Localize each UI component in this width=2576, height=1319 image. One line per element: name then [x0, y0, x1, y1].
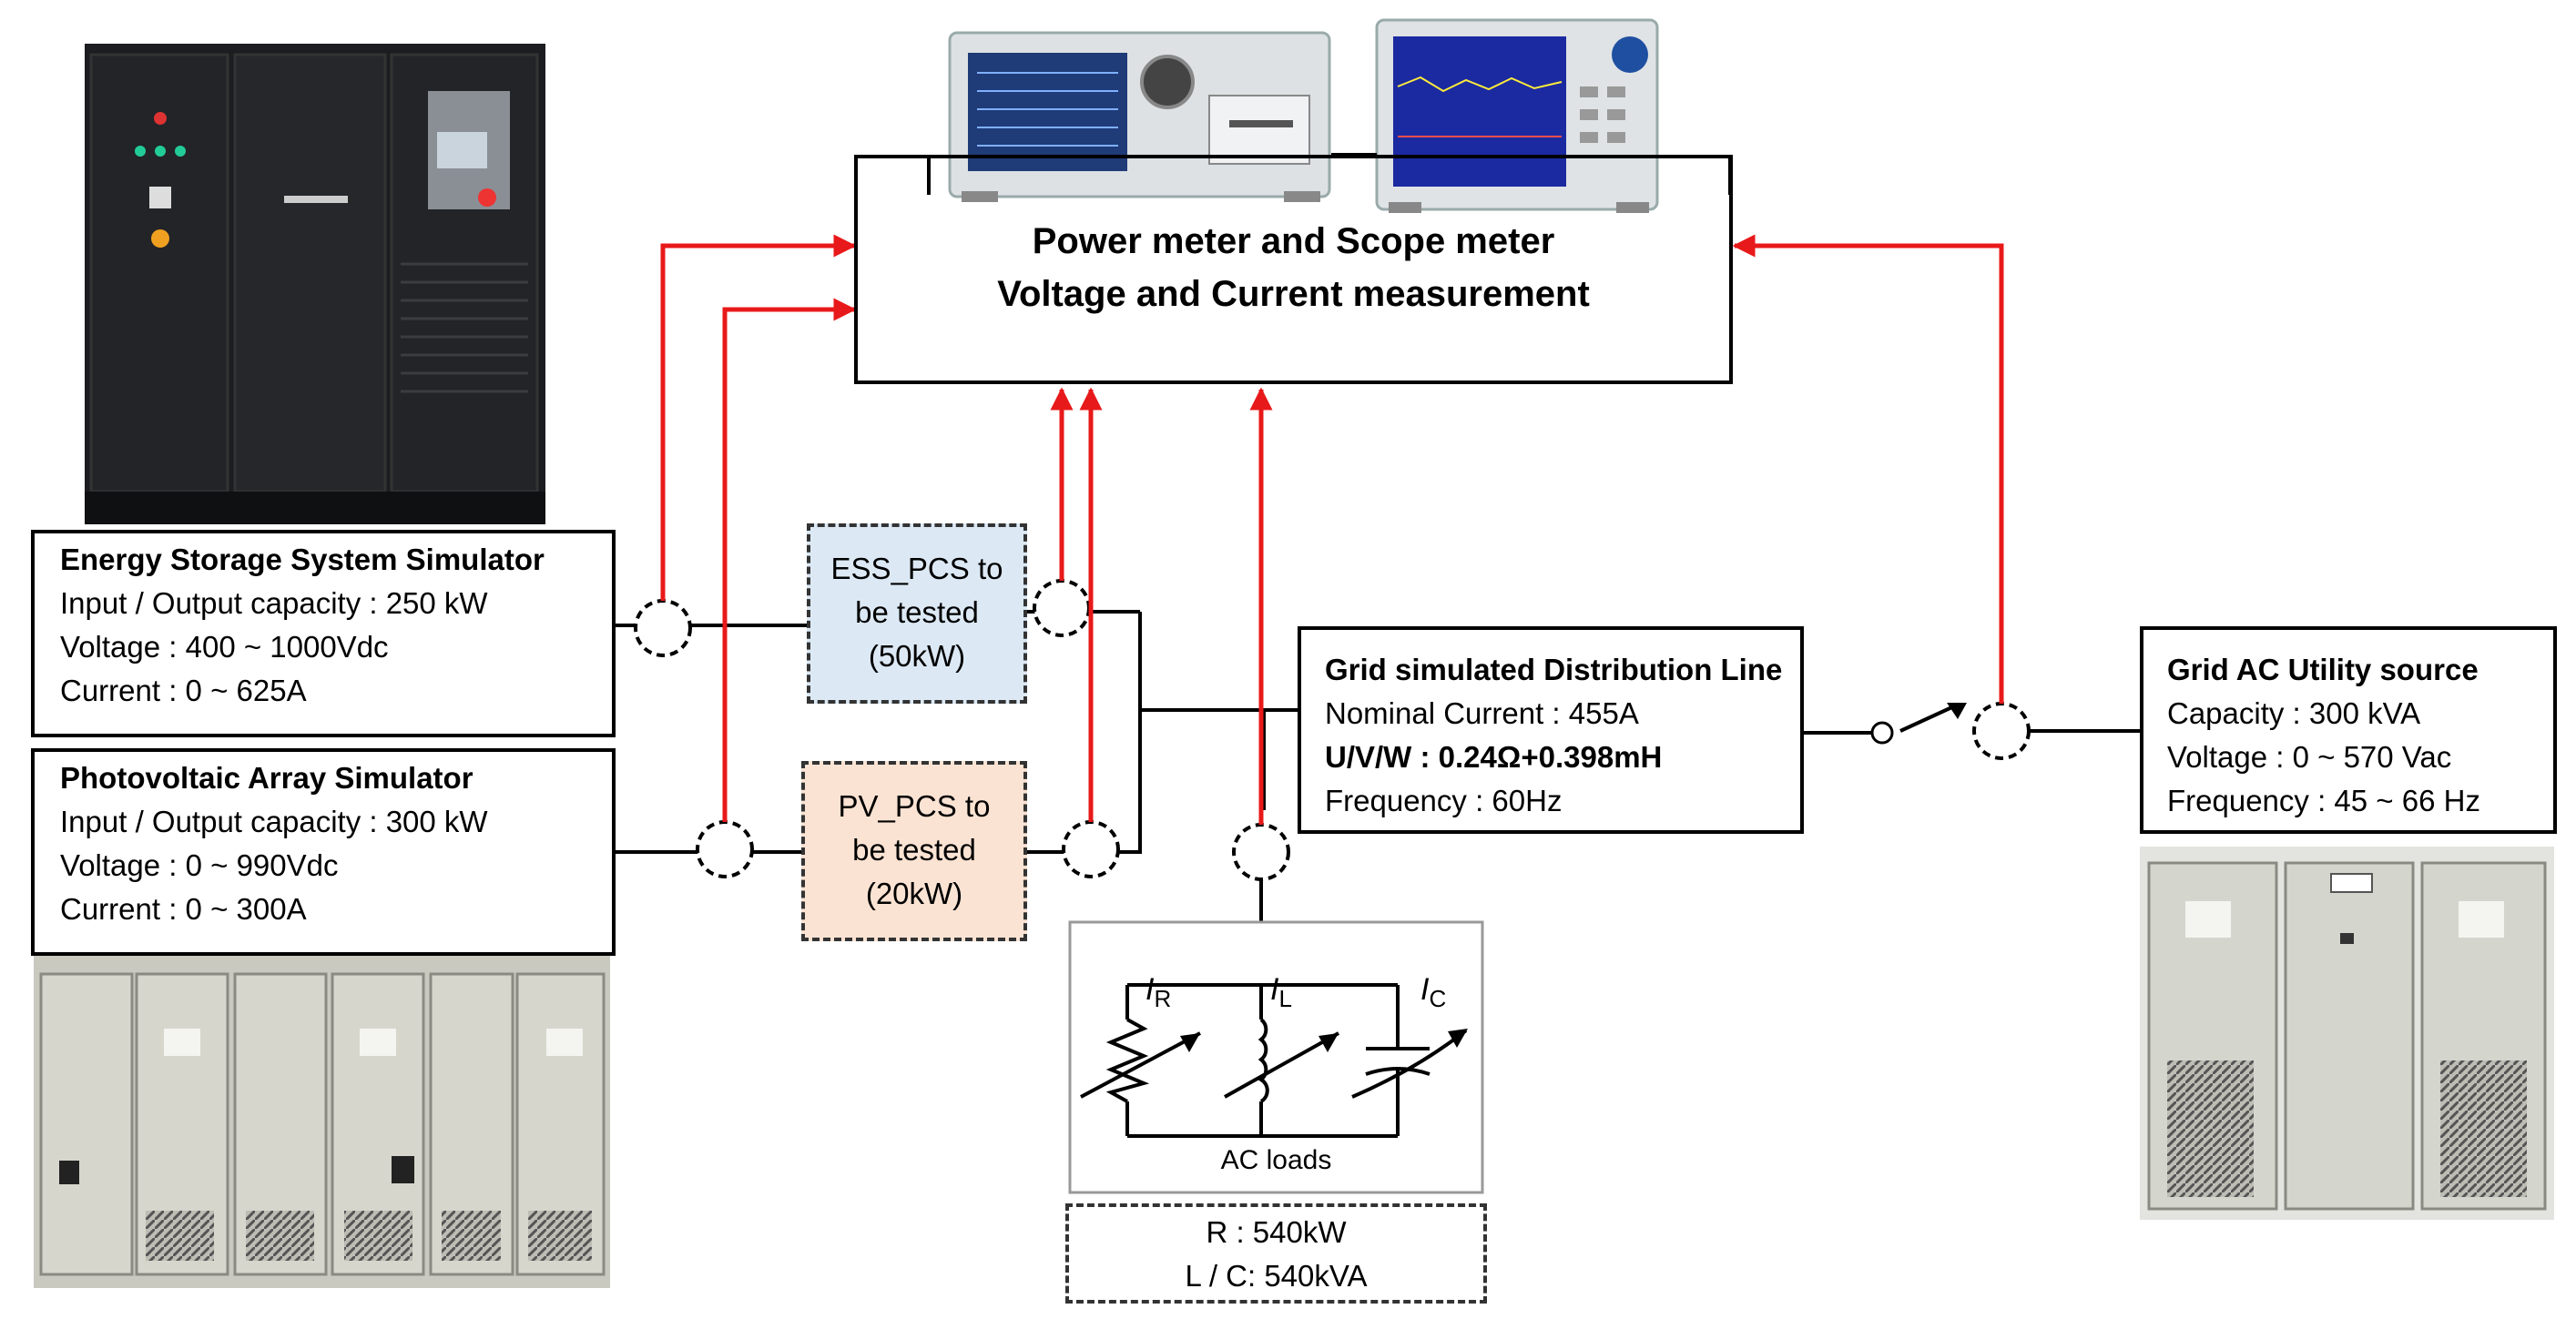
grid-source-voltage: Voltage : 0 ~ 570 Vac — [2167, 740, 2452, 774]
load-current-c-label: IC — [1420, 972, 1447, 1012]
probe-ess-dc — [634, 599, 692, 657]
ess-simulator-voltage: Voltage : 400 ~ 1000Vdc — [60, 630, 389, 664]
pv-simulator-capacity: Input / Output capacity : 300 kW — [60, 805, 488, 838]
measurement-box — [854, 155, 1733, 384]
scope-meter-photo — [1375, 18, 1659, 213]
ess-pcs-line1: ESS_PCS to — [830, 552, 1003, 585]
grid-source-photo — [2140, 847, 2554, 1220]
grid-line-title: Grid simulated Distribution Line — [1325, 653, 1783, 686]
switch-contact — [1870, 721, 1894, 745]
probe-pv-ac — [1062, 820, 1120, 878]
ac-loads-symbol — [1068, 920, 1484, 1194]
grid-line-box: Grid simulated Distribution Line Nominal… — [1298, 626, 1804, 834]
grid-source-box: Grid AC Utility source Capacity : 300 kV… — [2140, 626, 2557, 834]
grid-line-nominal-current: Nominal Current : 455A — [1325, 696, 1639, 730]
probe-ess-ac — [1033, 579, 1091, 637]
grid-source-capacity: Capacity : 300 kVA — [2167, 696, 2421, 730]
ac-loads-spec-r: R : 540kW — [1206, 1215, 1347, 1249]
ess-simulator-current: Current : 0 ~ 625A — [60, 674, 307, 707]
ac-loads-spec-box: R : 540kW L / C: 540kVA — [1065, 1203, 1487, 1304]
pv-pcs-box: PV_PCS to be tested (20kW) — [801, 761, 1027, 941]
pv-pcs-line2: be tested — [852, 833, 976, 867]
grid-source-title: Grid AC Utility source — [2167, 653, 2479, 686]
pv-simulator-voltage: Voltage : 0 ~ 990Vdc — [60, 848, 339, 882]
pv-pcs-line3: (20kW) — [865, 877, 963, 910]
ess-pcs-line2: be tested — [855, 595, 979, 629]
ess-simulator-photo — [85, 44, 545, 524]
ac-loads-spec-lc: L / C: 540kVA — [1185, 1259, 1368, 1293]
ess-simulator-box: Energy Storage System Simulator Input / … — [31, 530, 616, 737]
measurement-title-line1: Power meter and Scope meter — [1032, 221, 1555, 261]
load-current-r-label: IR — [1145, 972, 1172, 1012]
ess-pcs-box: ESS_PCS to be tested (50kW) — [807, 523, 1027, 704]
probe-pv-dc — [696, 820, 754, 878]
load-current-l-label: IL — [1270, 972, 1292, 1012]
ess-pcs-line3: (50kW) — [868, 639, 966, 673]
pv-simulator-current: Current : 0 ~ 300A — [60, 892, 307, 926]
ess-simulator-title: Energy Storage System Simulator — [60, 543, 545, 576]
measurement-title-line2: Voltage and Current measurement — [997, 274, 1590, 314]
pv-simulator-box: Photovoltaic Array Simulator Input / Out… — [31, 748, 616, 956]
pv-simulator-photo — [34, 956, 610, 1288]
probe-grid — [1972, 702, 2031, 760]
grid-line-impedance: U/V/W : 0.24Ω+0.398mH — [1325, 740, 1663, 774]
ac-loads-label: AC loads — [1220, 1145, 1332, 1175]
signal-lines — [660, 234, 2004, 825]
pv-pcs-line1: PV_PCS to — [838, 789, 991, 823]
switch-arrow — [1947, 703, 1967, 719]
ess-simulator-capacity: Input / Output capacity : 250 kW — [60, 586, 488, 620]
grid-line-frequency: Frequency : 60Hz — [1325, 784, 1563, 817]
grid-source-frequency: Frequency : 45 ~ 66 Hz — [2167, 784, 2480, 817]
probe-load — [1232, 823, 1290, 881]
pv-simulator-title: Photovoltaic Array Simulator — [60, 761, 473, 795]
